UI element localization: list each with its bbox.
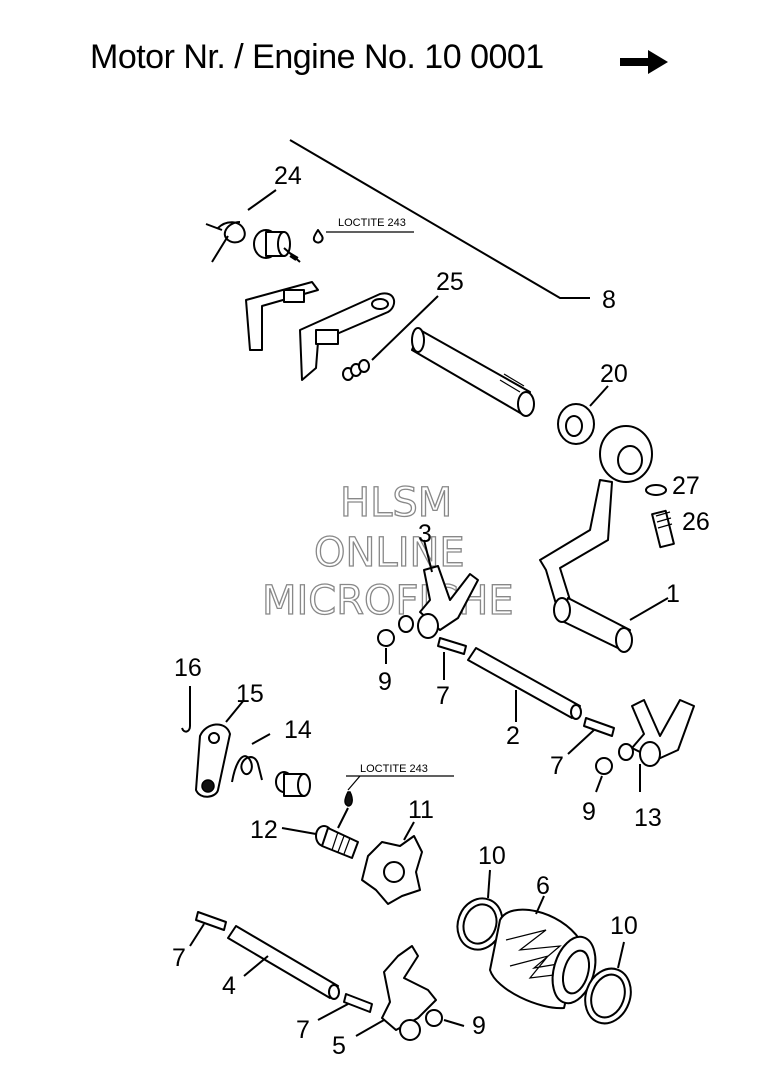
leader-10b xyxy=(617,941,625,969)
callout-9c: 9 xyxy=(472,1012,486,1040)
loctite-leader-mid xyxy=(347,775,361,791)
leader-7c xyxy=(189,923,205,947)
callout-9a: 9 xyxy=(378,668,392,696)
part-plate-b xyxy=(299,292,396,381)
callout-9b: 9 xyxy=(582,798,596,826)
part-9-pin-c xyxy=(425,1009,443,1027)
title-text: Motor Nr. / Engine No. 10 0001 xyxy=(90,38,544,76)
part-25-washers xyxy=(342,359,370,381)
part-9-pin-a xyxy=(377,629,395,647)
part-bushing xyxy=(275,771,311,797)
part-27-washer xyxy=(645,484,667,496)
callout-16: 16 xyxy=(174,654,202,682)
callout-10b: 10 xyxy=(610,912,638,940)
callout-24: 24 xyxy=(274,162,302,190)
part-26-bolt xyxy=(651,509,675,549)
loctite-drop-icon-mid xyxy=(344,791,353,807)
callout-27: 27 xyxy=(672,472,700,500)
part-16-clip xyxy=(181,686,191,733)
part-7-spring-a xyxy=(437,637,467,655)
watermark-line2: ONLINE xyxy=(314,530,465,576)
part-7-spring-b xyxy=(583,717,615,737)
part-2-rod xyxy=(467,647,582,720)
leader-25 xyxy=(371,295,439,361)
part-13-shift-fork xyxy=(618,699,695,767)
part-6-shift-drum xyxy=(489,908,597,1010)
part-shift-shaft xyxy=(411,327,535,417)
callout-14: 14 xyxy=(284,716,312,744)
part-20-seal xyxy=(557,403,595,445)
watermark-line1: HLSM xyxy=(340,480,452,526)
callout-1: 1 xyxy=(666,580,680,608)
loctite-note-top: LOCTITE 243 xyxy=(338,217,406,229)
part-plate-a xyxy=(245,281,319,351)
leader-24 xyxy=(247,189,277,211)
callout-6: 6 xyxy=(536,872,550,900)
part-24-spring xyxy=(205,221,246,263)
part-12-screw xyxy=(315,825,359,859)
leader-10a xyxy=(487,869,491,899)
arrow-right-icon xyxy=(620,50,668,74)
callout-4: 4 xyxy=(222,972,236,1000)
callout-25: 25 xyxy=(436,268,464,296)
part-5-shift-fork xyxy=(381,945,437,1041)
page-title: Motor Nr. / Engine No. 10 0001 xyxy=(90,38,690,86)
leader-7b xyxy=(567,729,595,755)
loctite-drop-icon xyxy=(312,229,324,244)
callout-20: 20 xyxy=(600,360,628,388)
leader-5 xyxy=(355,1019,385,1037)
leader-11 xyxy=(403,821,415,841)
loctite-note-mid: LOCTITE 243 xyxy=(360,763,428,775)
leader-9b xyxy=(595,775,603,793)
callout-13: 13 xyxy=(634,804,662,832)
loctite-to-12 xyxy=(337,807,349,829)
callout-7a: 7 xyxy=(436,682,450,710)
callout-2: 2 xyxy=(506,722,520,750)
callout-8: 8 xyxy=(602,286,616,314)
leader-15 xyxy=(225,699,245,723)
callout-3: 3 xyxy=(418,520,432,548)
part-7-spring-d xyxy=(343,993,373,1013)
group-bracket-8 xyxy=(289,139,590,299)
leader-7d xyxy=(317,1003,349,1021)
part-1-shift-lever xyxy=(539,425,653,653)
leader-9c xyxy=(443,1019,465,1027)
part-11-star-wheel xyxy=(361,835,423,905)
callout-15: 15 xyxy=(236,680,264,708)
part-4-rod xyxy=(227,925,340,1000)
part-24-screw xyxy=(253,229,301,263)
part-7-spring-c xyxy=(195,911,227,931)
leader-20 xyxy=(589,385,609,407)
callout-10a: 10 xyxy=(478,842,506,870)
part-9-pin-b xyxy=(595,757,613,775)
callout-7d: 7 xyxy=(296,1016,310,1044)
leader-12 xyxy=(281,827,317,835)
callout-12: 12 xyxy=(250,816,278,844)
part-10-ring-b xyxy=(584,967,632,1025)
leader-4 xyxy=(243,955,269,977)
leader-3 xyxy=(423,539,433,573)
leader-6 xyxy=(535,895,545,915)
part-14-spring xyxy=(231,733,271,783)
part-3-shift-fork xyxy=(398,565,479,639)
part-15-lever xyxy=(195,723,231,798)
part-10-ring-a xyxy=(456,897,504,951)
callout-5: 5 xyxy=(332,1032,346,1060)
callout-26: 26 xyxy=(682,508,710,536)
callout-7c: 7 xyxy=(172,944,186,972)
callout-7b: 7 xyxy=(550,752,564,780)
callout-11: 11 xyxy=(408,796,434,824)
leader-1 xyxy=(629,597,669,621)
